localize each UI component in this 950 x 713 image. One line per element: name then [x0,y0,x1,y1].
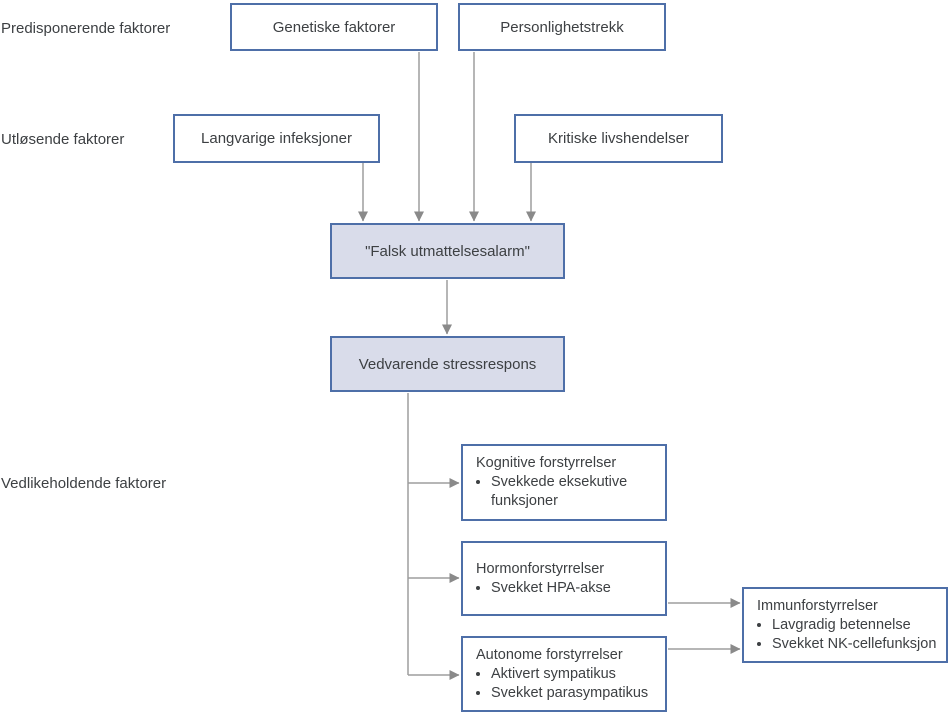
box-personality-traits-label: Personlighetstrekk [500,18,624,36]
box-sustained-stress-response: Vedvarende stressrespons [330,336,565,392]
box-hormonal-disturbances-title: Hormonforstyrrelser [476,560,605,577]
box-autonomic-disturbances-bullets: Aktivert sympatikus Svekket parasympatik… [476,665,661,703]
bullet-item: Aktivert sympatikus [491,665,661,684]
box-genetic-factors-label: Genetiske faktorer [272,18,396,36]
box-sustained-stress-response-label: Vedvarende stressrespons [358,355,537,373]
box-personality-traits: Personlighetstrekk [458,3,666,51]
box-false-fatigue-alarm: "Falsk utmattelsesalarm" [330,223,565,279]
box-critical-life-events: Kritiske livshendelser [514,114,723,163]
box-autonomic-disturbances: Autonome forstyrrelser Aktivert sympatik… [461,636,667,712]
box-cognitive-disturbances-title: Kognitive forstyrrelser [476,455,617,471]
box-cognitive-disturbances-bullets: Svekkede eksekutive funksjoner [476,473,661,511]
row-label-triggering: Utløsende faktorer [1,131,125,148]
box-autonomic-disturbances-title: Autonome forstyrrelser [476,646,623,663]
box-false-fatigue-alarm-label: "Falsk utmattelsesalarm" [365,242,530,260]
bullet-item: Svekkede eksekutive funksjoner [491,473,661,511]
box-immune-disturbances-title: Immunforstyrrelser [757,597,878,614]
box-immune-disturbances-bullets: Lavgradig betennelse Svekket NK-cellefun… [757,616,942,654]
box-hormonal-disturbances: Hormonforstyrrelser Svekket HPA-akse [461,541,667,616]
box-critical-life-events-label: Kritiske livshendelser [548,130,689,147]
box-immune-disturbances: Immunforstyrrelser Lavgradig betennelse … [742,587,948,663]
box-prolonged-infections-label: Langvarige infeksjoner [201,130,352,147]
row-label-maintaining: Vedlikeholdende faktorer [1,475,167,492]
bullet-item: Svekket NK-cellefunksjon [772,635,942,654]
bullet-item: Lavgradig betennelse [772,616,942,635]
row-label-predisposing: Predisponerende faktorer [1,20,171,37]
box-genetic-factors: Genetiske faktorer [230,3,438,51]
box-prolonged-infections: Langvarige infeksjoner [173,114,380,163]
box-hormonal-disturbances-bullets: Svekket HPA-akse [476,579,661,598]
box-cognitive-disturbances: Kognitive forstyrrelser Svekkede eksekut… [461,444,667,521]
bullet-item: Svekket HPA-akse [491,579,661,598]
bullet-item: Svekket parasympatikus [491,684,661,703]
